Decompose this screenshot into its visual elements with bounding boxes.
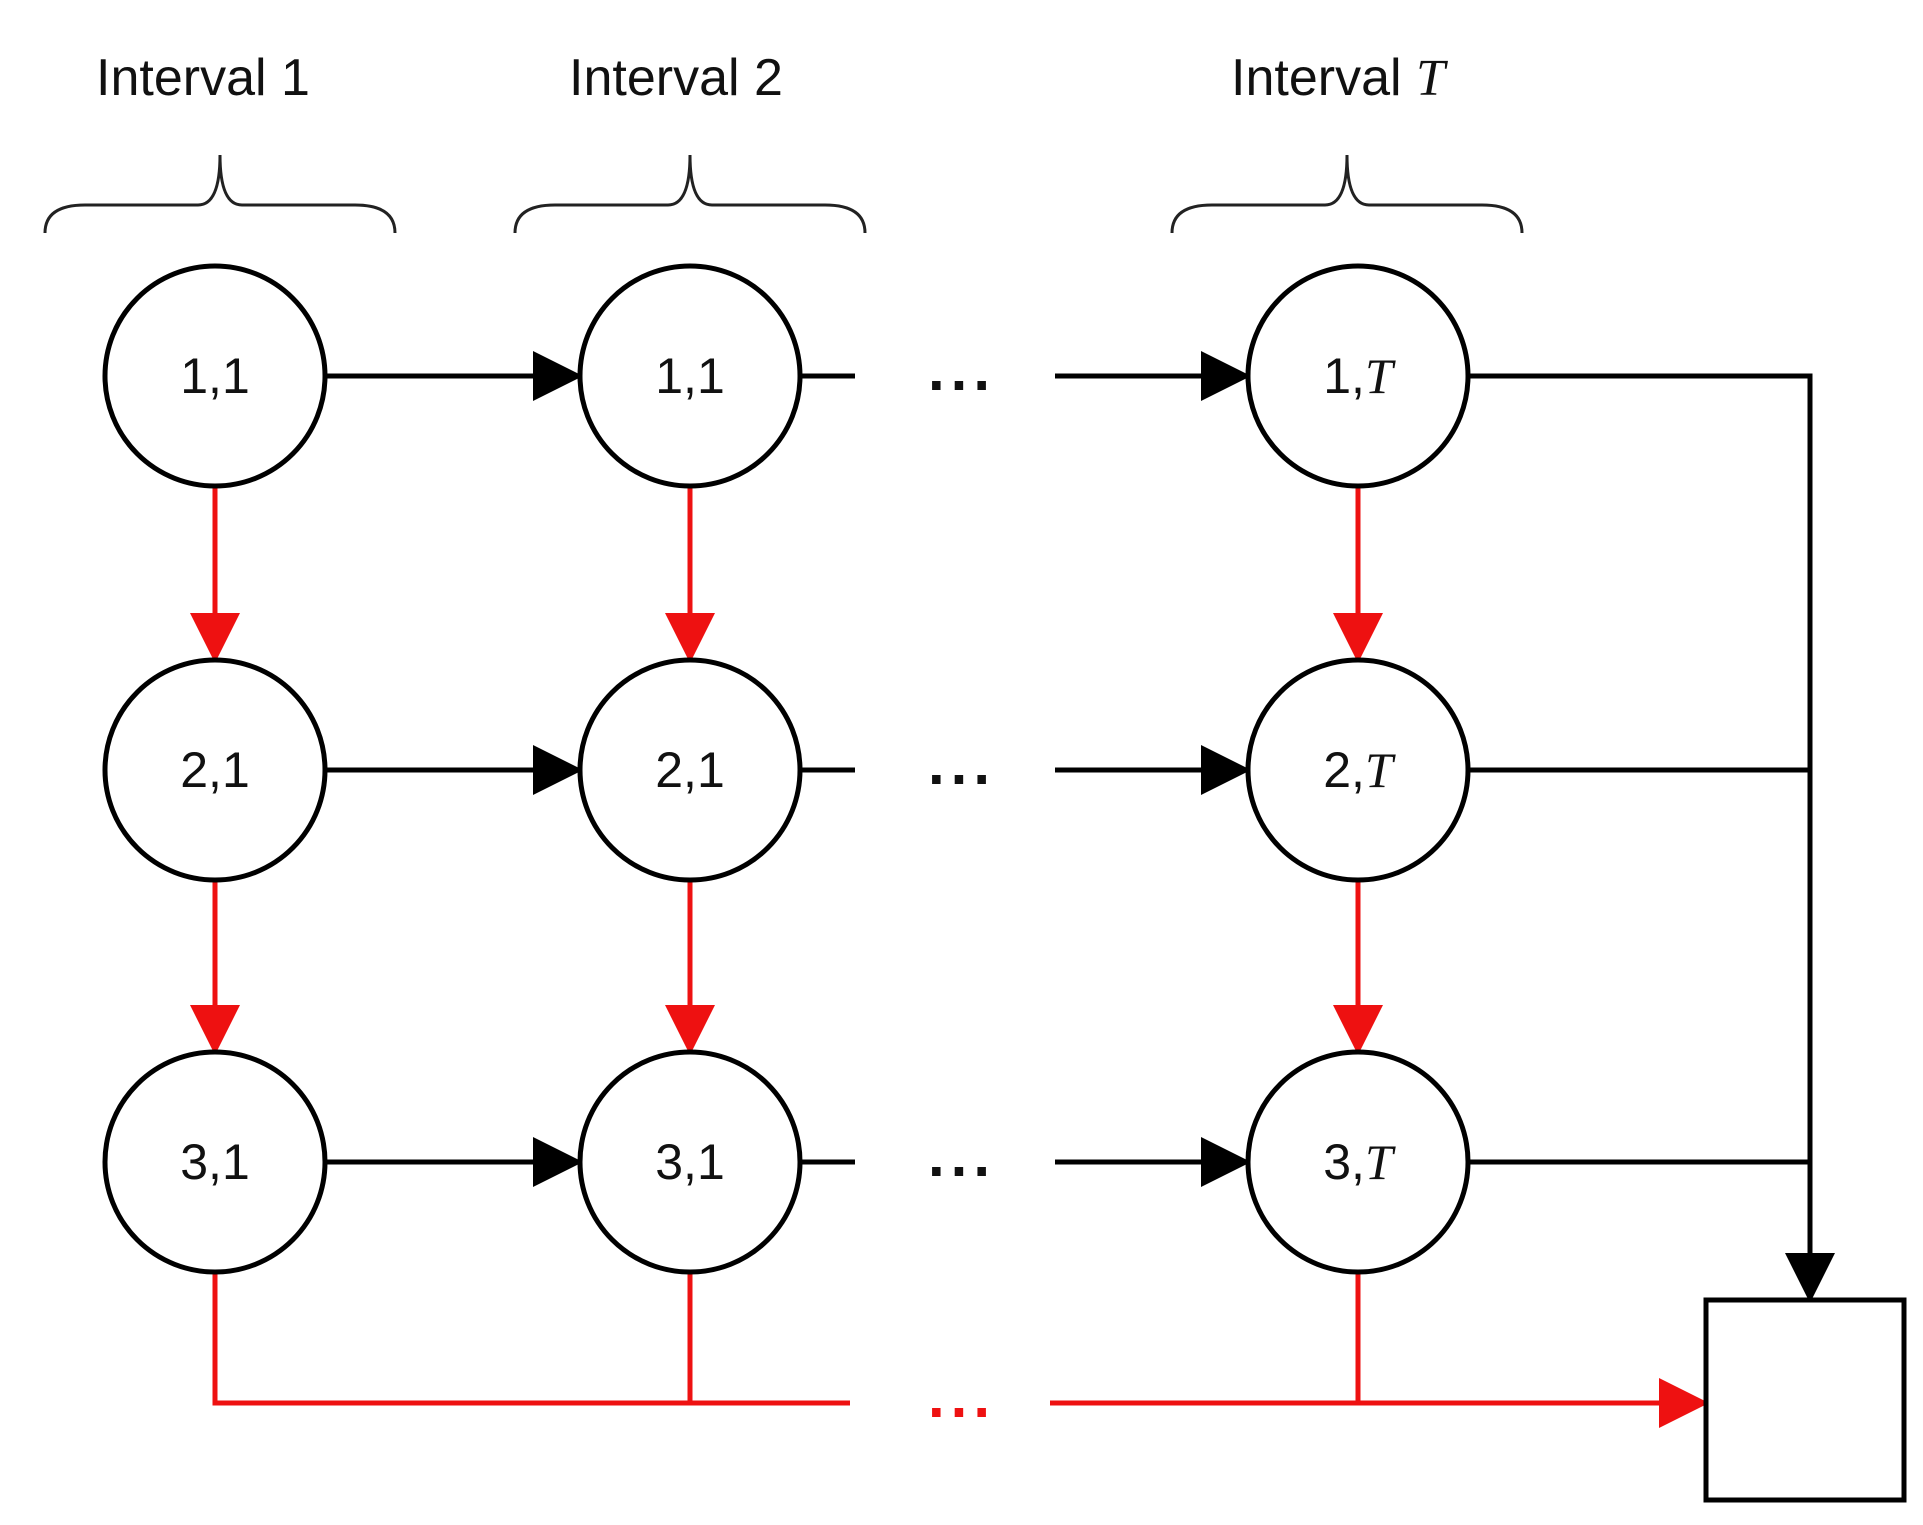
- node-label: 1,T: [1323, 348, 1396, 404]
- node-circle: [577, 1049, 803, 1275]
- node-label-col: T: [1365, 742, 1396, 798]
- ellipsis-red-bus: ...: [928, 1363, 996, 1430]
- node-1-1: 1,1: [102, 263, 328, 489]
- node-label-row: 2,: [180, 742, 222, 798]
- node-circle: [1245, 1049, 1471, 1275]
- output-box: [1703, 1297, 1907, 1503]
- node-label-row: 1,: [1323, 348, 1365, 404]
- node-label-col: T: [1365, 1134, 1396, 1190]
- interval-brace-1: [43, 154, 397, 234]
- interval-header-prefix: Interval: [569, 49, 754, 107]
- node-label-row: 3,: [1323, 1134, 1365, 1190]
- node-label: 1,1: [180, 348, 250, 404]
- node-3-3: 3,T: [1245, 1049, 1471, 1275]
- node-2-3: 2,T: [1245, 657, 1471, 883]
- interval-header-index: 2: [754, 49, 783, 107]
- node-circle: [1245, 263, 1471, 489]
- node-label-row: 1,: [655, 348, 697, 404]
- node-label-row: 1,: [180, 348, 222, 404]
- node-circle: [102, 263, 328, 489]
- node-label: 2,1: [655, 742, 725, 798]
- ellipsis-row1: ...: [928, 336, 996, 403]
- node-2-1: 2,1: [102, 657, 328, 883]
- node-circle: [102, 1049, 328, 1275]
- interval-header-1: Interval 1: [96, 49, 310, 107]
- interval-brace-2: [513, 154, 867, 234]
- ellipsis-row2: ...: [928, 730, 996, 797]
- node-label: 1,1: [655, 348, 725, 404]
- interval-header-2: Interval 2: [569, 49, 783, 107]
- node-label-row: 3,: [180, 1134, 222, 1190]
- ellipsis-row3: ...: [928, 1122, 996, 1189]
- node-circle: [577, 263, 803, 489]
- node-circle: [1245, 657, 1471, 883]
- node-label: 2,T: [1323, 742, 1396, 798]
- node-label: 3,1: [655, 1134, 725, 1190]
- node-label: 3,T: [1323, 1134, 1396, 1190]
- node-2-2: 2,1: [577, 657, 803, 883]
- node-label-col: 1: [222, 742, 250, 798]
- node-3-1: 3,1: [102, 1049, 328, 1275]
- interval-header-index: T: [1416, 50, 1448, 107]
- interval-header-index: 1: [281, 49, 310, 107]
- node-circle: [102, 657, 328, 883]
- node-label: 2,1: [180, 742, 250, 798]
- node-label-col: 1: [222, 348, 250, 404]
- edges: ............: [190, 336, 1835, 1430]
- interval-header-prefix: Interval: [96, 49, 281, 107]
- node-label-col: 1: [697, 348, 725, 404]
- node-3-2: 3,1: [577, 1049, 803, 1275]
- interval-header-3: Interval T: [1231, 49, 1448, 107]
- node-1-2: 1,1: [577, 263, 803, 489]
- node-label-col: 1: [222, 1134, 250, 1190]
- interval-header-prefix: Interval: [1231, 49, 1416, 107]
- node-label: 3,1: [180, 1134, 250, 1190]
- interval-brace-3: [1170, 154, 1524, 234]
- node-label-row: 2,: [1323, 742, 1365, 798]
- node-label-row: 2,: [655, 742, 697, 798]
- output-box-group: [1703, 1297, 1907, 1503]
- node-label-col: T: [1365, 348, 1396, 404]
- node-circle: [577, 657, 803, 883]
- interval-braces: [43, 154, 1524, 234]
- node-label-row: 3,: [655, 1134, 697, 1190]
- node-1-3: 1,T: [1245, 263, 1471, 489]
- node-label-col: 1: [697, 1134, 725, 1190]
- node-label-col: 1: [697, 742, 725, 798]
